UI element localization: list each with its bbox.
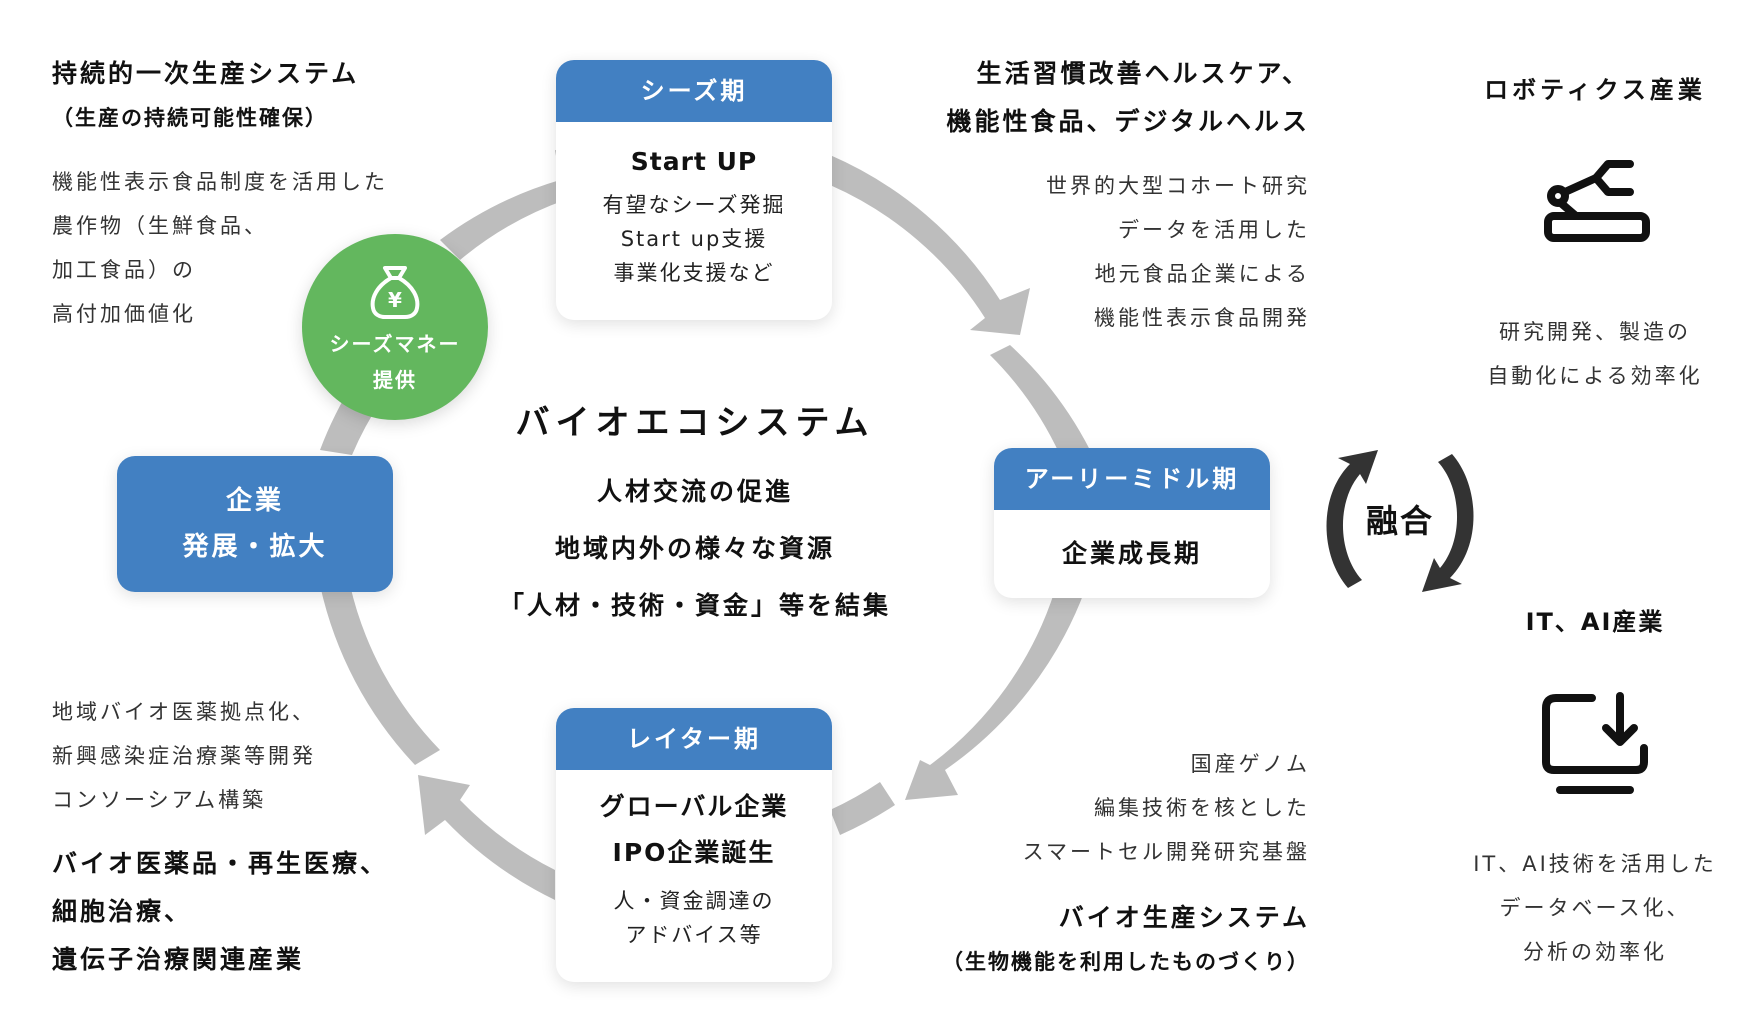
healthcare-description: 世界的大型コホート研究 データを活用した 地元食品企業による 機能性表示食品開発 — [1046, 174, 1310, 330]
cycle-arrow-right — [990, 345, 1090, 455]
bio-ecosystem-description: 人材交流の促進 地域内外の様々な資源 「人材・技術・資金」等を結集 — [498, 477, 891, 620]
primary-production-subtitle: （生産の持続可能性確保） — [52, 106, 328, 130]
stage-card-early-middle: アーリーミドル期 企業成長期 — [994, 448, 1270, 598]
robotics-description: 研究開発、製造の 自動化による効率化 — [1487, 320, 1703, 388]
stage-description-later: 人・資金調達の アドバイス等 — [613, 889, 775, 947]
it-ai-description: IT、AI技術を活用した データベース化、 分析の効率化 — [1473, 852, 1717, 964]
cycle-arrow-bottom — [830, 782, 895, 835]
fusion-label: 融合 — [1365, 502, 1434, 540]
bio-production-description: 国産ゲノム 編集技術を核とした スマートセル開発研究基盤 — [1022, 752, 1310, 864]
bio-production-section: 国産ゲノム 編集技術を核とした スマートセル開発研究基盤 バイオ生産システム （… — [900, 742, 1310, 982]
stage-header-later: レイター期 — [556, 708, 832, 770]
seeds-money-label: シーズマネー 提供 — [329, 332, 461, 392]
biopharma-title: バイオ医薬品・再生医療、 細胞治療、 遺伝子治療関連産業 — [52, 849, 389, 974]
seeds-money-circle: ¥ シーズマネー 提供 — [302, 234, 488, 420]
stage-description-seeds: 有望なシーズ発掘 Start up支援 事業化支援など — [602, 193, 786, 285]
money-bag-yen-icon: ¥ — [370, 266, 420, 319]
computer-download-icon — [1542, 692, 1648, 794]
bio-production-subtitle: （生物機能を利用したものづくり） — [942, 950, 1310, 974]
stage-header-seeds: シーズ期 — [556, 60, 832, 122]
stage-card-seeds: シーズ期 Start UP 有望なシーズ発掘 Start up支援 事業化支援な… — [556, 60, 832, 320]
bio-production-title: バイオ生産システム — [1058, 903, 1310, 932]
svg-text:¥: ¥ — [388, 288, 402, 312]
bio-ecosystem-center: バイオエコシステム 人材交流の促進 地域内外の様々な資源 「人材・技術・資金」等… — [440, 395, 950, 634]
healthcare-section: 生活習慣改善ヘルスケア、 機能性食品、デジタルヘルス 世界的大型コホート研究 デ… — [870, 50, 1310, 340]
cycle-arrow-left — [320, 585, 440, 765]
robotics-section: ロボティクス産業 研究開発、製造の 自動化による効率化 — [1460, 70, 1730, 398]
fusion-cycle: 融合 — [1300, 446, 1500, 596]
robot-arm-icon — [1544, 160, 1650, 242]
it-ai-title: IT、AI産業 — [1525, 608, 1665, 636]
primary-production-description: 機能性表示食品制度を活用した 農作物（生鮮食品、 加工食品）の 高付加価値化 — [52, 170, 388, 326]
biopharma-description: 地域バイオ医薬拠点化、 新興感染症治療薬等開発 コンソーシアム構築 — [52, 700, 316, 812]
stage-header-early-middle: アーリーミドル期 — [994, 448, 1270, 510]
biopharma-section: 地域バイオ医薬拠点化、 新興感染症治療薬等開発 コンソーシアム構築 バイオ医薬品… — [52, 690, 472, 984]
healthcare-title: 生活習慣改善ヘルスケア、 機能性食品、デジタルヘルス — [946, 59, 1310, 136]
primary-production-title: 持続的一次生産システム — [52, 59, 360, 88]
cycle-arrow-bottom-right — [905, 590, 1085, 800]
bio-ecosystem-title: バイオエコシステム — [515, 403, 875, 443]
cycle-arrow-top-right — [830, 155, 1030, 335]
primary-production-section: 持続的一次生産システム （生産の持続可能性確保） 機能性表示食品制度を活用した … — [52, 50, 452, 336]
stage-title-early-middle: 企業成長期 — [1061, 539, 1202, 568]
robotics-title: ロボティクス産業 — [1484, 76, 1706, 104]
stage-title-seeds: Start UP — [630, 147, 758, 176]
stage-card-later: レイター期 グローバル企業 IPO企業誕生 人・資金調達の アドバイス等 — [556, 708, 832, 982]
stage-title-later: グローバル企業 IPO企業誕生 — [599, 792, 789, 867]
company-expansion-box: 企業 発展・拡大 — [117, 456, 393, 592]
it-ai-section: IT、AI産業 IT、AI技術を活用した データベース化、 分析の効率化 — [1460, 602, 1730, 974]
cycle-arrows-icon — [1326, 450, 1474, 592]
cycle-arrow-bottom-left — [418, 775, 555, 900]
